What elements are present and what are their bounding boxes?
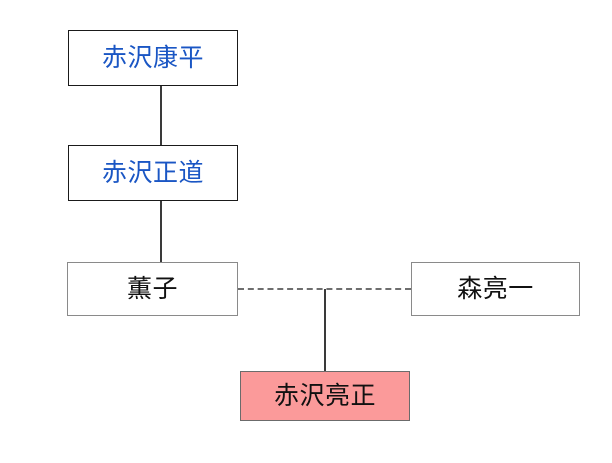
connector-kohei-to-masamichi (160, 86, 162, 145)
node-akazawa-masamichi[interactable]: 赤沢正道 (68, 145, 238, 201)
node-akazawa-ryosei[interactable]: 赤沢亮正 (240, 371, 410, 421)
node-label: 薫子 (126, 274, 178, 303)
connector-marriage-to-ryosei (324, 289, 326, 371)
node-label: 森亮一 (457, 274, 534, 303)
node-mori-ryoichi[interactable]: 森亮一 (411, 262, 580, 316)
node-akazawa-kohei[interactable]: 赤沢康平 (68, 30, 238, 86)
connector-masamichi-to-kaoruko (160, 201, 162, 262)
node-label: 赤沢亮正 (273, 381, 376, 410)
node-label: 赤沢正道 (101, 158, 204, 187)
node-kaoruko[interactable]: 薫子 (67, 262, 238, 316)
node-label: 赤沢康平 (101, 43, 204, 72)
